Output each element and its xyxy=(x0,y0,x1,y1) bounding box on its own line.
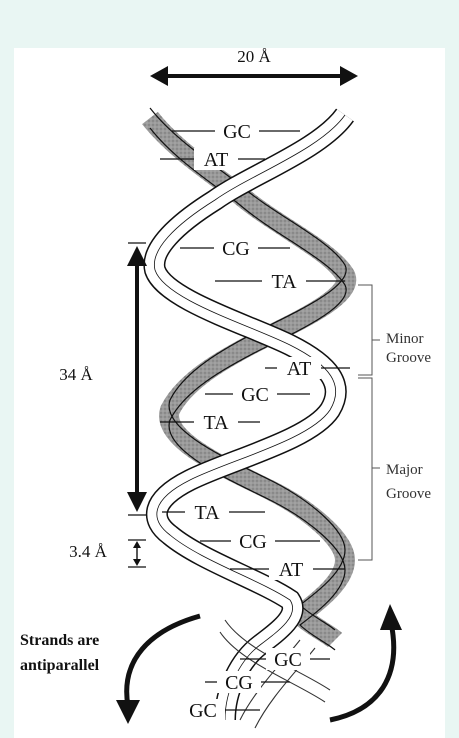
base-pair-label: TA xyxy=(203,412,229,434)
base-pair-label: AT xyxy=(204,149,228,171)
base-pair-label-bg xyxy=(215,120,259,142)
width-dimension: 20 Å xyxy=(150,47,358,86)
base-pair-label-bg xyxy=(194,148,238,170)
base-pair-label-bg xyxy=(217,671,261,693)
minor-groove-label-line2: Groove xyxy=(386,350,431,366)
left-curved-arrow xyxy=(124,613,201,707)
front-strand xyxy=(143,108,354,721)
width-arrow-right-head xyxy=(340,66,358,86)
base-pair-label: AT xyxy=(279,559,303,581)
base-pair-label-bg xyxy=(262,270,306,292)
base-pair-label: AT xyxy=(287,358,311,380)
pitch-arrow-bottom-head xyxy=(127,492,147,512)
minor-groove-label-line1: Minor xyxy=(386,331,424,347)
pitch-label: 34 Å xyxy=(59,365,93,384)
base-pair-label-bg xyxy=(194,411,238,433)
base-pair-labels: GC AT CG TA AT GC TA TA CG AT GC CG GC xyxy=(181,120,321,722)
pitch-arrow-top-head xyxy=(127,246,147,266)
base-pair-label: CG xyxy=(222,238,250,260)
frame-band-left xyxy=(0,0,14,738)
base-pair-label-bg xyxy=(181,699,225,721)
base-pair-label: GC xyxy=(274,649,302,671)
base-pair-label: GC xyxy=(189,700,217,722)
front-strand-midline xyxy=(153,114,346,721)
base-pair-label-bg xyxy=(266,648,310,670)
lower-strand-line xyxy=(219,631,326,703)
right-curved-arrow-head xyxy=(380,604,402,630)
frame-band-right xyxy=(445,0,459,738)
antiparallel-note-line1: Strands are xyxy=(20,632,99,649)
base-pair-label-bg xyxy=(277,357,321,379)
base-pair-label: TA xyxy=(194,502,220,524)
major-groove-label-line1: Major xyxy=(386,462,423,478)
base-pair-label: CG xyxy=(225,672,253,694)
antiparallel-note-line2: antiparallel xyxy=(20,657,100,674)
rise-dimension: 3.4 Å xyxy=(69,539,146,568)
base-pair-label: GC xyxy=(241,384,269,406)
frame-band-top xyxy=(0,0,459,48)
rise-label: 3.4 Å xyxy=(69,542,108,561)
major-groove-bracket xyxy=(358,377,373,561)
base-pair-label: GC xyxy=(223,121,251,143)
base-pair-label: CG xyxy=(239,531,267,553)
left-curved-arrow-head xyxy=(116,700,140,724)
back-strand-edge-bottom xyxy=(149,127,347,651)
pitch-dimension: 34 Å xyxy=(59,242,147,516)
right-curved-arrow xyxy=(329,627,397,723)
width-label: 20 Å xyxy=(237,47,271,66)
back-strand-body xyxy=(142,111,356,648)
minor-groove-bracket xyxy=(358,284,373,376)
antiparallel-arrows xyxy=(116,604,402,724)
base-pair-label-bg xyxy=(185,501,229,523)
base-pair-label-bg xyxy=(231,530,275,552)
rise-arrow-bottom-head xyxy=(133,559,141,566)
major-groove-label-line2: Groove xyxy=(386,486,431,502)
rise-arrow-top-head xyxy=(133,541,141,548)
groove-brackets xyxy=(358,284,380,561)
lower-strand-line xyxy=(239,639,301,721)
width-arrow-left-head xyxy=(150,66,168,86)
base-pair-label: TA xyxy=(271,271,297,293)
base-pair-label-bg xyxy=(233,383,277,405)
base-pair-label-bg xyxy=(214,237,258,259)
base-pair-label-bg xyxy=(269,558,313,580)
